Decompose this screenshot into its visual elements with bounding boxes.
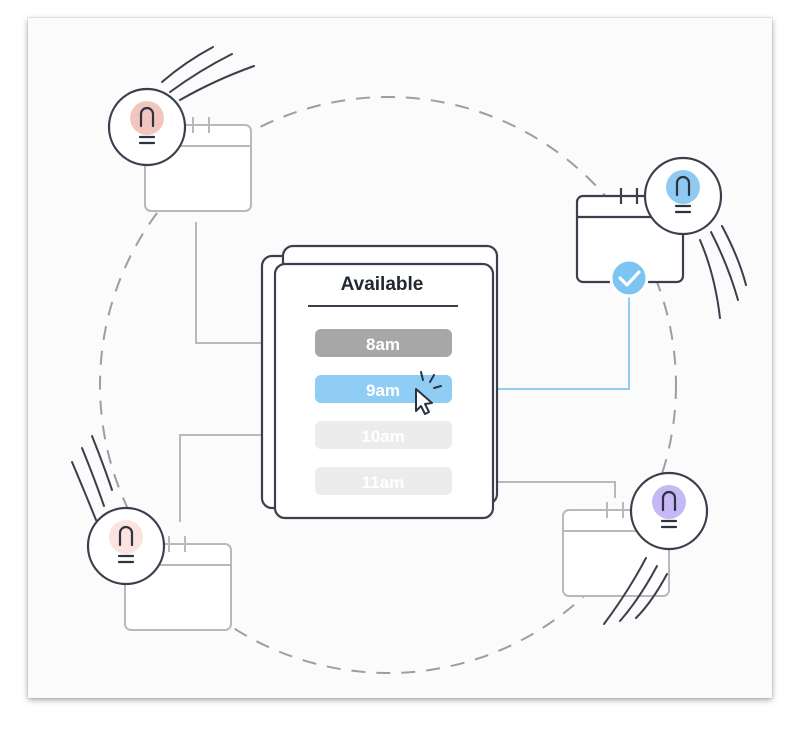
slot-label: 9am	[366, 381, 400, 400]
person-icon	[660, 490, 678, 529]
slot-label: 11am	[362, 473, 405, 492]
avatar-top-left	[107, 87, 187, 167]
motion-lines	[603, 557, 668, 625]
dashed-orbit	[99, 96, 677, 674]
slot-label: 10am	[361, 427, 404, 446]
person-icon	[674, 175, 692, 214]
motion-lines	[161, 46, 255, 101]
time-slot-11am[interactable]: 11am	[315, 467, 452, 495]
check-icon	[609, 258, 649, 298]
time-slot-8am[interactable]: 8am	[315, 329, 452, 357]
connector-9am	[451, 296, 630, 390]
connector-11am	[451, 481, 616, 498]
person-icon	[138, 106, 156, 145]
motion-lines	[71, 435, 113, 521]
avatar-bottom-left	[86, 506, 166, 586]
time-slot-10am[interactable]: 10am	[315, 421, 452, 449]
slot-label: 8am	[366, 335, 400, 354]
motion-lines	[699, 225, 747, 319]
panel-title: Available	[341, 274, 424, 295]
person-icon	[117, 525, 135, 564]
avatar-bottom-right	[629, 471, 709, 551]
availability-panel: Available 8am 9am 10am 11am	[260, 244, 499, 520]
avatar-top-right	[643, 156, 723, 236]
cursor-icon	[415, 371, 442, 415]
